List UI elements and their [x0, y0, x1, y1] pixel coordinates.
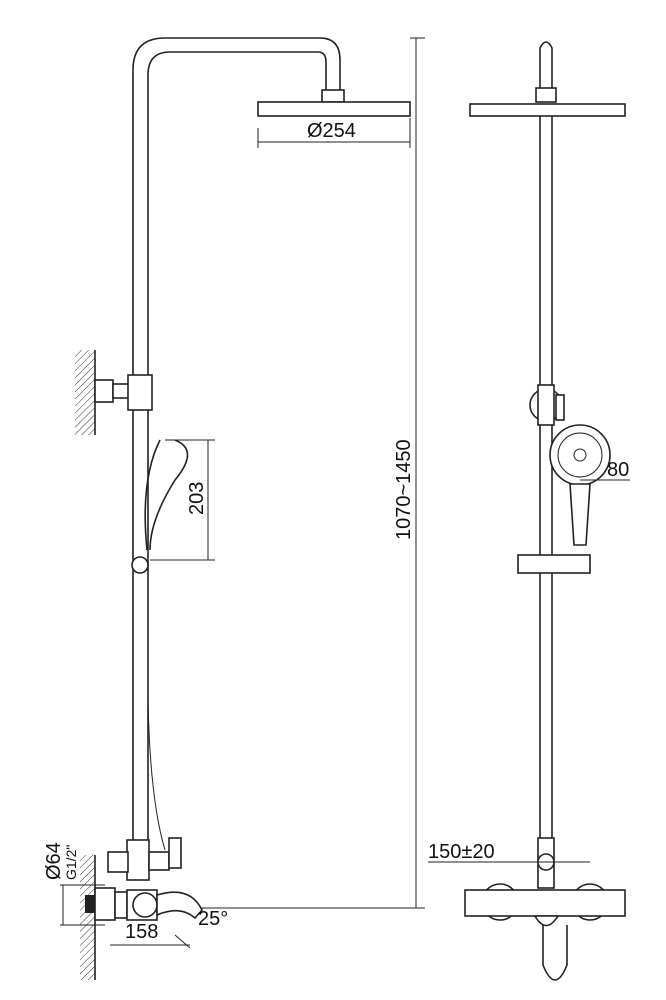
total-height-label: 1070~1450	[393, 439, 415, 540]
spout-angle-label: 25°	[198, 908, 228, 930]
spout-reach-label: 158	[125, 921, 158, 943]
hand-shower-diameter-label: 80	[607, 459, 629, 481]
wall-hatch-lower	[80, 855, 95, 980]
spout	[156, 891, 203, 920]
diverter	[126, 839, 150, 881]
hand-shower	[144, 439, 161, 551]
hand-shower-length-label: 203	[186, 482, 208, 515]
hose	[147, 699, 166, 851]
riser-pipe-inner	[147, 51, 327, 850]
head-diameter-label: Ø254	[307, 120, 356, 142]
inlet-thread-label: G1/2"	[63, 845, 79, 880]
hand-shower-handle	[569, 483, 591, 546]
shower-head	[257, 101, 411, 117]
wall-hatch-upper	[75, 350, 95, 435]
shower-head-front	[469, 103, 626, 117]
spout-front	[542, 925, 568, 981]
shower-head-connector	[321, 89, 345, 103]
side-view: Ø254 203 1070~1450 158 25° Ø64 G1/2"	[43, 37, 425, 980]
slider-front	[517, 554, 591, 574]
front-view: 80 150±20	[428, 41, 630, 981]
inlet-diameter-label: Ø64	[43, 842, 65, 880]
thermostatic-valve-body	[464, 889, 626, 917]
wall-bracket	[127, 374, 153, 411]
top-cap	[539, 41, 553, 90]
inlet-spacing-label: 150±20	[428, 841, 495, 863]
riser-pipe-outer	[132, 37, 341, 850]
hand-shower-head-front	[549, 424, 611, 486]
wall-bracket-mount	[94, 379, 114, 403]
slider	[131, 556, 149, 574]
